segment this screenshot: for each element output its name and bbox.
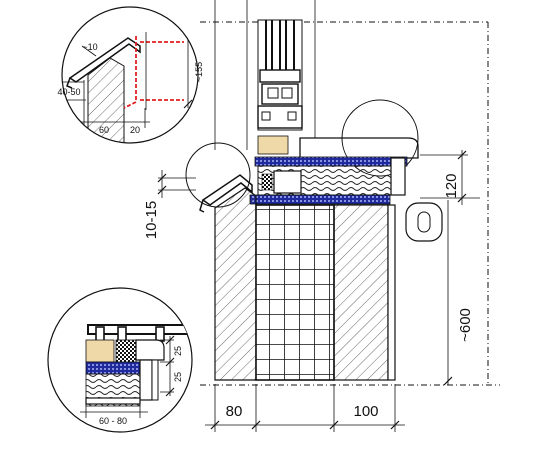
detail-dim-25b: 25 xyxy=(173,372,183,382)
detail-dim-155: ~155 xyxy=(194,62,204,82)
detail-top-circle: ~10 40-50 60 20 ~155 xyxy=(57,6,204,144)
dim-80: 80 xyxy=(226,403,243,420)
dim-10-15: 10-15 xyxy=(143,201,160,239)
main-section: 120 ~600 10-15 80 100 xyxy=(143,0,500,432)
detail-dim-25a: 25 xyxy=(173,346,183,356)
detail-dim-60-80: 60 - 80 xyxy=(99,416,127,426)
detail-bottom-circle: 25 25 60 - 80 xyxy=(47,287,193,433)
window-frame-profile xyxy=(257,19,303,131)
detail-dim-20: 20 xyxy=(130,125,140,135)
detail-dim-10: ~10 xyxy=(82,42,97,52)
dim-600: ~600 xyxy=(457,308,474,342)
dim-100: 100 xyxy=(353,403,378,420)
dim-120: 120 xyxy=(443,173,460,198)
detail-dim-60: 60 xyxy=(99,125,109,135)
detail-dim-40-50: 40-50 xyxy=(57,87,80,97)
